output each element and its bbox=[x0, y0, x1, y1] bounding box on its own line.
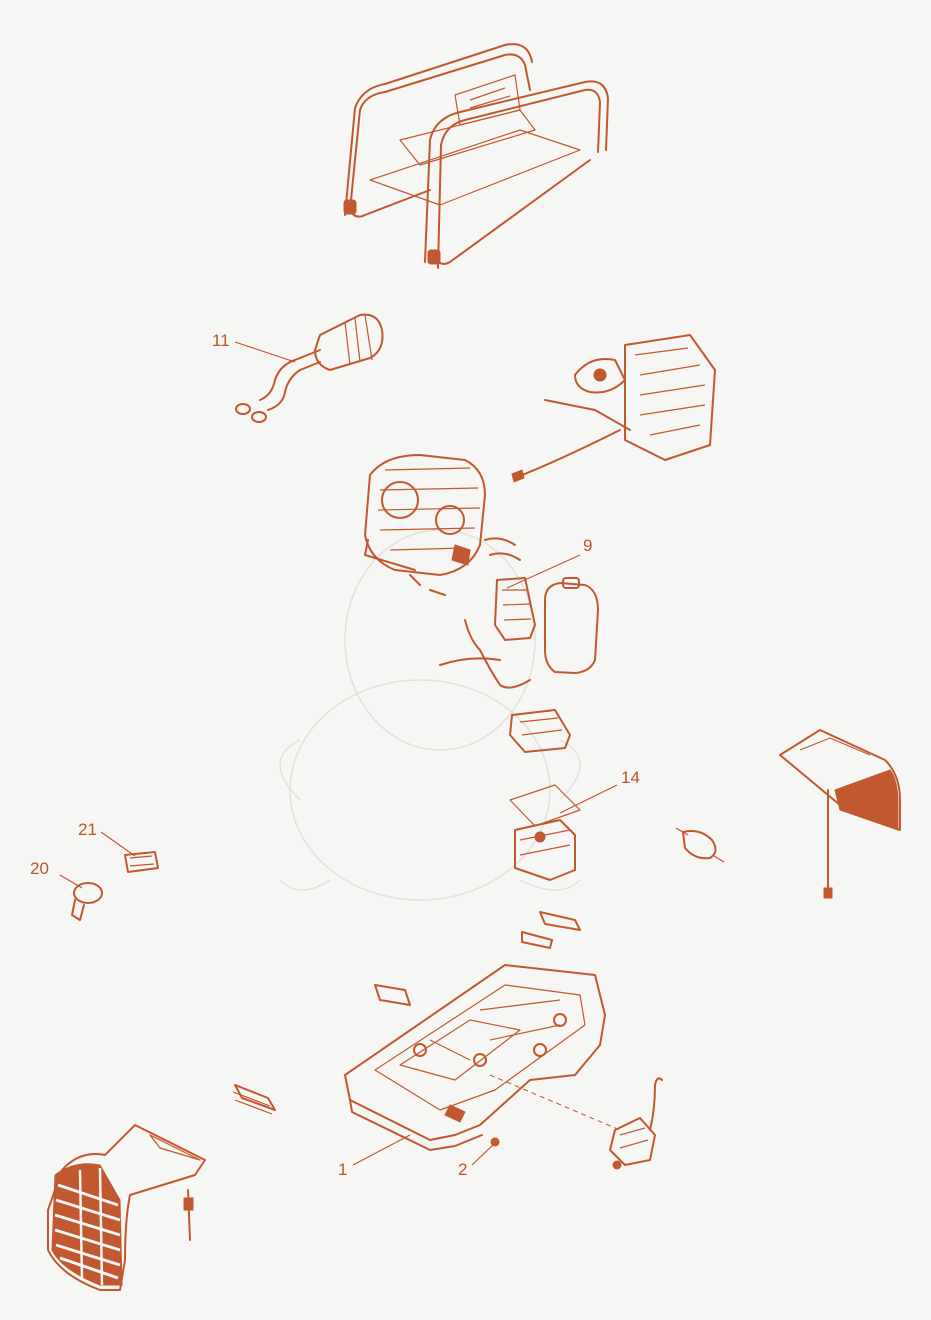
bracket-parts bbox=[521, 911, 581, 949]
callout-9: 9 bbox=[583, 536, 592, 555]
leader-line-9 bbox=[506, 554, 581, 589]
leader-line-14 bbox=[559, 784, 618, 814]
leader-line-1 bbox=[352, 1134, 411, 1166]
bolt-part bbox=[490, 1137, 500, 1147]
intake-part bbox=[235, 313, 384, 423]
battery-part bbox=[509, 784, 581, 881]
callout-14: 14 bbox=[621, 768, 640, 787]
callout-2: 2 bbox=[458, 1160, 467, 1179]
latch-part bbox=[232, 1084, 276, 1115]
watermark-mascot bbox=[279, 529, 581, 901]
alternator-part bbox=[511, 334, 716, 483]
relay-part bbox=[509, 709, 571, 753]
engine-part bbox=[364, 454, 521, 596]
callout-20: 20 bbox=[30, 859, 49, 878]
frame-part bbox=[343, 43, 609, 269]
side-panel-part bbox=[779, 729, 901, 899]
control-unit-part bbox=[609, 1077, 663, 1170]
leader-line-2 bbox=[471, 1144, 494, 1166]
callout-21: 21 bbox=[78, 820, 97, 839]
leader-line-11 bbox=[234, 341, 296, 363]
leader-line-21 bbox=[100, 831, 136, 857]
leader-line-20 bbox=[59, 874, 83, 889]
assembly-axis bbox=[489, 1074, 621, 1131]
tank-part bbox=[439, 577, 599, 689]
callout-1: 1 bbox=[338, 1160, 347, 1179]
base-pan-part bbox=[344, 964, 606, 1151]
callout-11: 11 bbox=[212, 331, 230, 350]
small-parts-left bbox=[71, 851, 159, 921]
front-cover-part bbox=[47, 1124, 206, 1291]
cap-part bbox=[675, 827, 725, 863]
